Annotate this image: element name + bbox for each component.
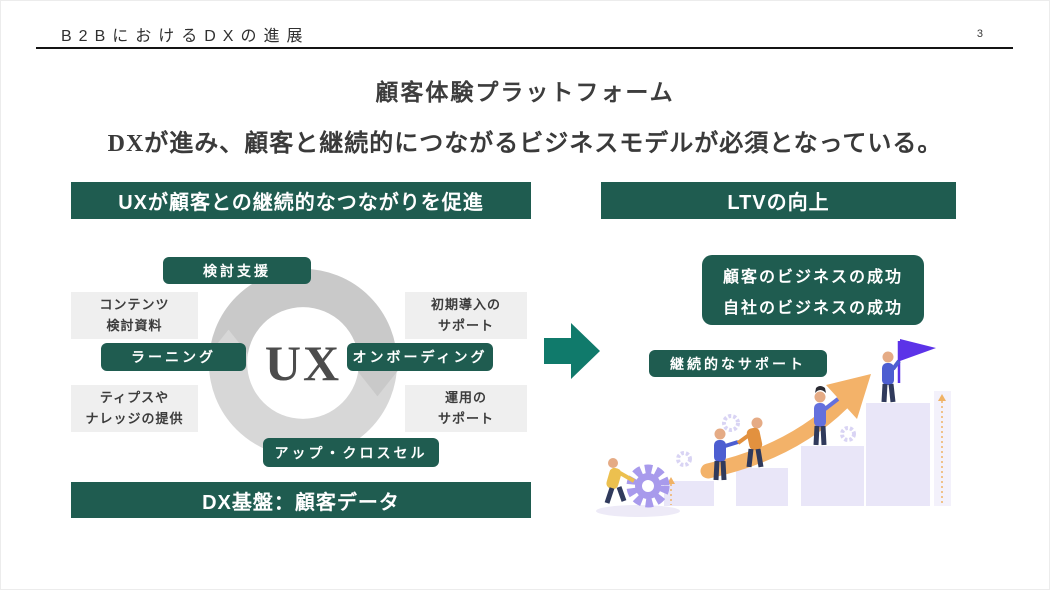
success-line-customer: 顧客のビジネスの成功 xyxy=(722,268,903,286)
continuous-support-pill: 継続的なサポート xyxy=(649,350,827,377)
cycle-center-label: UX xyxy=(264,335,342,391)
asset-line: 運用の xyxy=(444,390,487,406)
person-handshake-left xyxy=(713,428,739,481)
asset-line: サポート xyxy=(437,317,494,333)
asset-line: コンテンツ xyxy=(99,297,170,313)
right-section-header: LTVの向上 xyxy=(601,182,956,219)
business-success-box: 顧客のビジネスの成功 自社のビジネスの成功 xyxy=(702,255,924,325)
page-title: 顧客体験プラットフォーム xyxy=(375,79,675,105)
big-gear-icon xyxy=(626,464,670,508)
stage-pill-consideration: 検討支援 xyxy=(163,257,311,284)
person-pushing-gear xyxy=(604,458,635,504)
page-number: 3 xyxy=(976,28,983,40)
left-section-header: UXが顧客との継続的なつながりを促進 xyxy=(71,182,531,219)
asset-box-tips-knowledge: ティプスや ナレッジの提供 xyxy=(71,385,198,432)
asset-line: ナレッジの提供 xyxy=(85,410,184,426)
cycle-arrows-icon xyxy=(202,269,404,457)
asset-box-content-materials: コンテンツ 検討資料 xyxy=(71,292,198,339)
dotted-guides xyxy=(670,401,943,505)
asset-line: ティプスや xyxy=(99,390,170,406)
slide-header-title: B2BにおけるDXの進展 xyxy=(61,28,310,45)
dx-foundation-bar: DX基盤：顧客データ xyxy=(71,482,531,518)
stage-pill-onboarding: オンボーディング xyxy=(347,343,493,371)
success-line-own: 自社のビジネスの成功 xyxy=(722,299,903,317)
flag-icon xyxy=(900,339,936,361)
stage-pill-learning: ラーニング xyxy=(101,343,246,371)
steps xyxy=(664,403,930,506)
ux-cycle-diagram xyxy=(202,265,404,461)
growth-arrow-icon xyxy=(700,374,871,479)
person-on-step xyxy=(813,386,840,446)
asset-box-initial-support: 初期導入の サポート xyxy=(405,292,527,339)
ground-shadow xyxy=(596,505,680,517)
asset-box-operation-support: 運用の サポート xyxy=(405,385,527,432)
growth-steps-illustration xyxy=(596,339,951,517)
person-with-flag xyxy=(881,339,936,403)
person-handshake-right xyxy=(736,417,764,468)
arrow-right-icon xyxy=(544,323,600,379)
header-divider xyxy=(36,47,1013,49)
asset-line: 初期導入の xyxy=(430,297,501,313)
asset-line: 検討資料 xyxy=(106,317,163,333)
asset-line: サポート xyxy=(437,410,494,426)
outline-gear-icon xyxy=(676,414,856,467)
stage-pill-upcross-sell: アップ・クロスセル xyxy=(263,438,439,467)
slide-subtitle: DXが進み、顧客と継続的につながるビジネスモデルが必須となっている。 xyxy=(107,131,943,157)
